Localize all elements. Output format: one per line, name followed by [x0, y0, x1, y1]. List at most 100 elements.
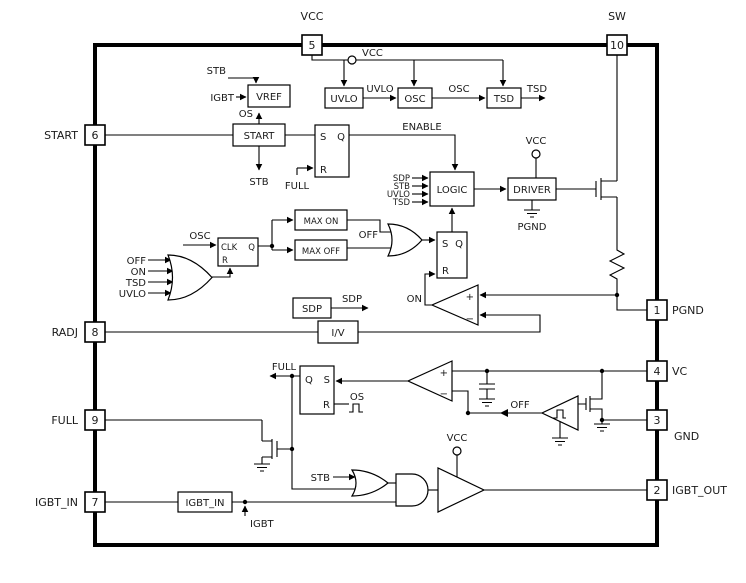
latch1-q: Q [337, 132, 345, 143]
cmp-vc-plus: + [440, 368, 448, 379]
tsd-signal-label: TSD [526, 84, 547, 95]
osc-signal-label: OSC [448, 84, 469, 95]
sdp-out-label: SDP [342, 294, 362, 305]
off-or2-label: OFF [359, 230, 379, 241]
output-buffer [437, 467, 486, 513]
max-off-label: MAX OFF [302, 247, 340, 257]
driver-block [507, 177, 557, 201]
cmp-vc-minus: − [440, 389, 448, 400]
pin-vc-label: VC [672, 365, 688, 378]
vcc-supply-icon [452, 446, 462, 456]
pin-7-number: 7 [92, 496, 99, 509]
stb-start-label: STB [249, 177, 268, 188]
or-gate-shutdown [167, 254, 213, 301]
pin-start-label: START [44, 129, 78, 142]
start-label: START [244, 131, 276, 142]
pin-2-number: 2 [654, 484, 661, 497]
latch2-r: R [442, 266, 449, 277]
osc-block [397, 87, 433, 109]
off-arrowhead [500, 409, 508, 417]
pin-6-number: 6 [92, 129, 99, 142]
full-out-label: FULL [272, 362, 297, 373]
power-mosfet [595, 178, 602, 200]
uvlo-label: UVLO [330, 94, 357, 105]
comparator-on [430, 284, 479, 326]
junction-dots [242, 243, 620, 505]
sdp-block [292, 297, 332, 319]
os-signal-label: OS [239, 109, 253, 120]
pin-5-box [301, 34, 323, 56]
enable-label: ENABLE [402, 122, 441, 133]
sdp-label: SDP [302, 304, 322, 315]
latch3-r: R [323, 400, 330, 411]
comparator-vc [406, 360, 453, 402]
logic-block [429, 171, 475, 207]
osc-label: OSC [404, 94, 425, 105]
max-off-block [294, 239, 348, 261]
cmp-on-minus: − [466, 314, 474, 325]
logic-label: LOGIC [437, 185, 468, 196]
off-cmp2-label: OFF [510, 400, 530, 411]
arrow-wires [148, 60, 617, 516]
ground-icon [523, 209, 541, 218]
vcc-buffer-label: VCC [447, 433, 468, 444]
or1-tsd-label: TSD [125, 278, 146, 289]
pin-1-box [646, 299, 668, 321]
stb-or3-label: STB [311, 473, 330, 484]
vcc-supply-icon [347, 55, 357, 65]
max-on-label: MAX ON [304, 217, 339, 227]
pin-pgnd-label: PGND [672, 304, 704, 317]
clk-label: CLK [221, 243, 238, 253]
clk-r-label: R [222, 256, 228, 266]
wires [105, 55, 647, 503]
latch2-q: Q [455, 239, 463, 250]
and-gate-output [395, 473, 429, 507]
vcc-driver-label: VCC [526, 136, 547, 147]
latch3-s: S [324, 375, 330, 386]
driver-label: DRIVER [513, 185, 551, 196]
logic-in-stb: STB [394, 182, 411, 192]
comparator-off [540, 395, 579, 431]
pin-9-box [84, 409, 106, 431]
vcc-supply-icon [531, 149, 541, 159]
ground-icon [551, 437, 569, 446]
pin-igbt-in-label: IGBT_IN [35, 496, 78, 509]
ground-icon [593, 423, 611, 432]
pin-7-box [84, 491, 106, 513]
igbt-vref-label: IGBT [210, 93, 235, 104]
pin-gnd-label: GND [674, 430, 699, 443]
pin-radj-label: RADJ [52, 326, 78, 339]
pin-6-box [84, 124, 106, 146]
pin-full-label: FULL [51, 414, 79, 427]
uvlo-block [324, 87, 364, 109]
tsd-label: TSD [493, 94, 514, 105]
pin-sw-label: SW [608, 10, 626, 23]
or-gate-output [350, 469, 389, 497]
tsd-block [486, 87, 522, 109]
on-cmp-label: ON [407, 294, 422, 305]
labels: 5 10 6 8 9 7 1 4 3 2 VCC SW START RADJ F… [35, 10, 727, 530]
logic-in-tsd: TSD [392, 198, 411, 208]
uvlo-signal-label: UVLO [366, 84, 393, 95]
start-block [232, 123, 286, 147]
latch2-s: S [442, 239, 448, 250]
pin-2-box [646, 479, 668, 501]
latch1-r: R [320, 165, 327, 176]
clk-block [217, 237, 259, 267]
igbt-signal-label: IGBT [250, 519, 275, 530]
pgnd-driver-label: PGND [518, 222, 547, 233]
chip-outline [93, 43, 659, 547]
latch3-q: Q [305, 375, 313, 386]
vcc-rail-label: VCC [362, 48, 383, 59]
clk-q-label: Q [248, 243, 255, 253]
sr-latch-full [299, 365, 335, 415]
or-gate-maxonoff [387, 223, 423, 257]
latch1-s: S [320, 132, 326, 143]
sr-latch-start [314, 124, 350, 178]
pin-8-number: 8 [92, 326, 99, 339]
pin-10-number: 10 [610, 39, 624, 52]
iv-label: I/V [331, 328, 344, 339]
pin-vcc-label: VCC [301, 10, 324, 23]
pin-4-number: 4 [654, 365, 661, 378]
